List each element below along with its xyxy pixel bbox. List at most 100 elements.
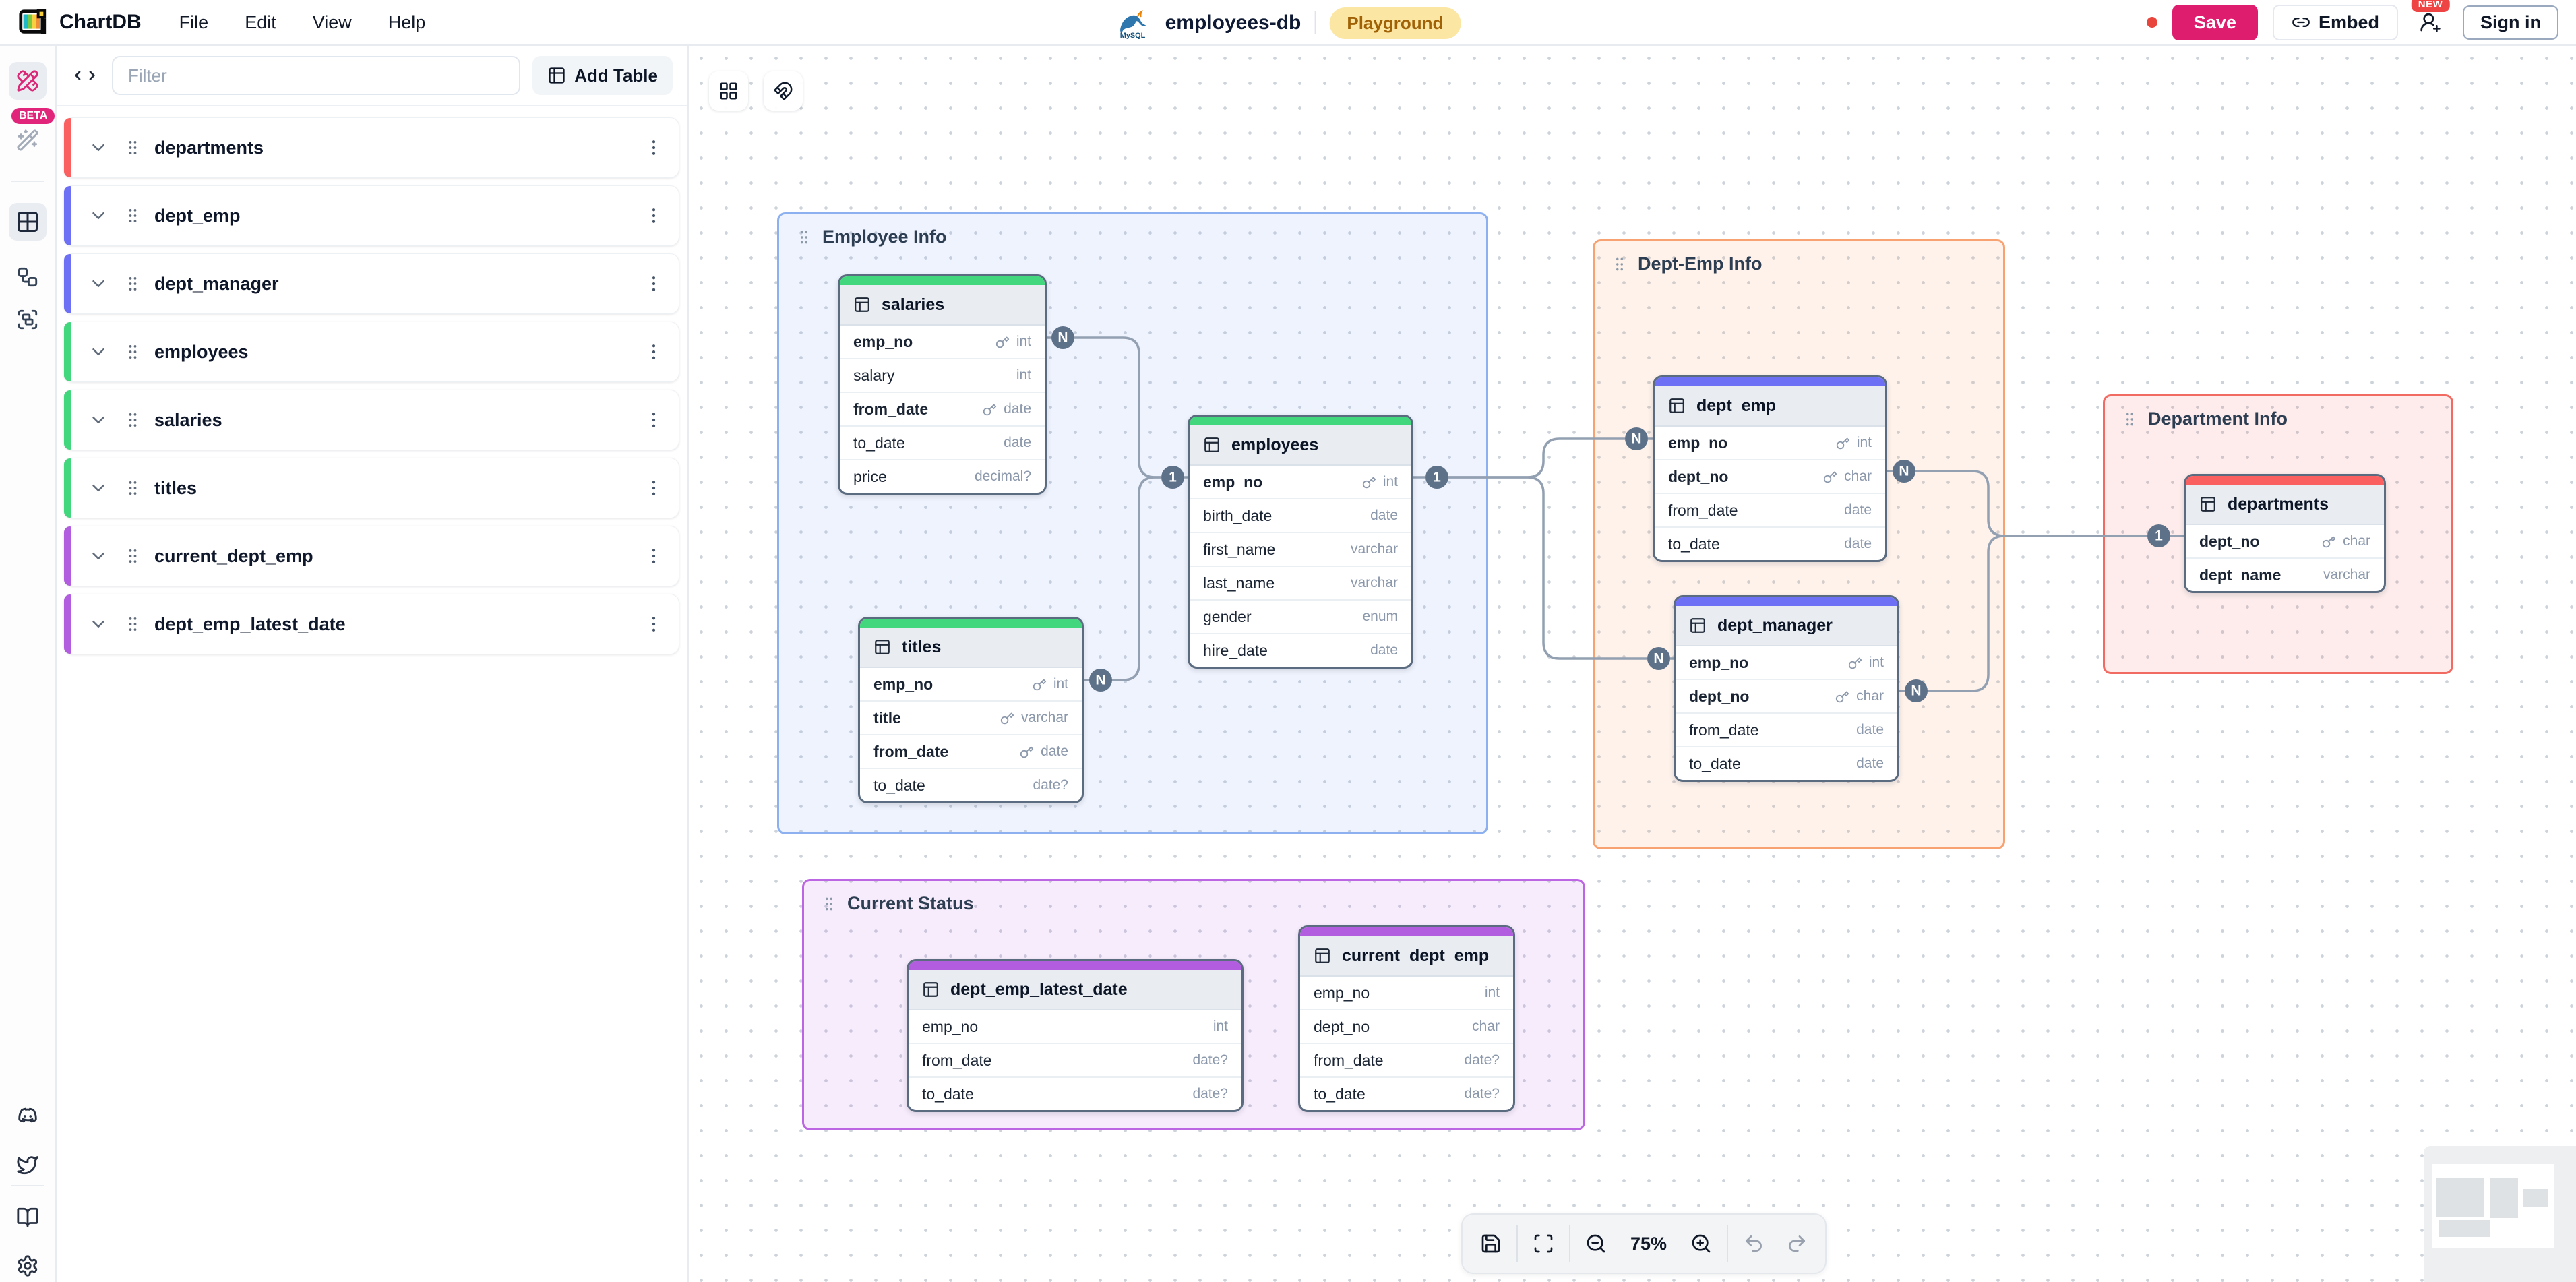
chevron-down-icon[interactable] bbox=[88, 546, 109, 566]
snap-magnet-icon[interactable] bbox=[764, 71, 803, 111]
filter-input[interactable] bbox=[112, 56, 521, 95]
table-header[interactable]: departments bbox=[2186, 485, 2384, 525]
table-menu-icon[interactable] bbox=[644, 206, 664, 226]
add-table-button[interactable]: Add Table bbox=[532, 56, 673, 95]
table-menu-icon[interactable] bbox=[644, 342, 664, 362]
table-menu-icon[interactable] bbox=[644, 138, 664, 158]
drag-handle-icon[interactable] bbox=[123, 547, 142, 566]
menu-edit[interactable]: Edit bbox=[245, 11, 276, 32]
table-list-item-titles[interactable]: titles bbox=[63, 458, 679, 518]
areas-icon[interactable] bbox=[9, 301, 47, 338]
table-menu-icon[interactable] bbox=[644, 410, 664, 430]
diagram-canvas[interactable] bbox=[689, 46, 2576, 1282]
sign-in-button[interactable]: Sign in bbox=[2463, 5, 2558, 40]
table-menu-icon[interactable] bbox=[644, 614, 664, 634]
table-header[interactable]: employees bbox=[1190, 425, 1411, 466]
table-header[interactable]: dept_emp_latest_date bbox=[909, 970, 1241, 1010]
relationships-icon[interactable] bbox=[9, 258, 47, 296]
drag-handle-icon[interactable] bbox=[820, 895, 838, 913]
discord-icon[interactable] bbox=[9, 1097, 47, 1135]
embed-button[interactable]: Embed bbox=[2272, 4, 2398, 40]
drag-handle-icon[interactable] bbox=[123, 342, 142, 361]
table-menu-icon[interactable] bbox=[644, 478, 664, 498]
chevron-down-icon[interactable] bbox=[88, 274, 109, 294]
table-menu-icon[interactable] bbox=[644, 274, 664, 294]
twitter-icon[interactable] bbox=[9, 1146, 47, 1184]
diagram-name[interactable]: employees-db bbox=[1165, 11, 1301, 34]
chevron-down-icon[interactable] bbox=[88, 478, 109, 498]
chevron-down-icon[interactable] bbox=[88, 342, 109, 362]
table-list-item-dept_emp[interactable]: dept_emp bbox=[63, 185, 679, 246]
table-list-item-dept_manager[interactable]: dept_manager bbox=[63, 253, 679, 314]
tables-panel-icon[interactable] bbox=[9, 203, 47, 241]
drag-handle-icon[interactable] bbox=[795, 228, 813, 246]
drag-handle-icon[interactable] bbox=[1611, 255, 1628, 273]
drag-handle-icon[interactable] bbox=[123, 206, 142, 225]
ai-wand-icon[interactable]: BETA bbox=[9, 108, 55, 159]
table-header[interactable]: current_dept_emp bbox=[1300, 936, 1513, 977]
undo-icon[interactable] bbox=[1732, 1222, 1775, 1265]
chevron-down-icon[interactable] bbox=[88, 138, 109, 158]
table-list-item-salaries[interactable]: salaries bbox=[63, 390, 679, 450]
drag-handle-icon[interactable] bbox=[123, 615, 142, 634]
table-list-item-departments[interactable]: departments bbox=[63, 117, 679, 178]
save-button[interactable]: Save bbox=[2172, 4, 2258, 40]
drag-handle-icon[interactable] bbox=[123, 410, 142, 429]
table-header[interactable]: salaries bbox=[840, 285, 1045, 326]
docs-book-icon[interactable] bbox=[9, 1198, 47, 1236]
table-list-item-current_dept_emp[interactable]: current_dept_emp bbox=[63, 526, 679, 586]
fit-view-icon[interactable] bbox=[1522, 1222, 1565, 1265]
drag-handle-icon[interactable] bbox=[123, 479, 142, 497]
zoom-out-icon[interactable] bbox=[1574, 1222, 1618, 1265]
table-header[interactable]: dept_manager bbox=[1676, 606, 1897, 646]
chevron-down-icon[interactable] bbox=[88, 614, 109, 634]
menu-view[interactable]: View bbox=[312, 11, 352, 32]
menu-file[interactable]: File bbox=[179, 11, 209, 32]
menu-help[interactable]: Help bbox=[388, 11, 426, 32]
minimap[interactable] bbox=[2424, 1146, 2576, 1282]
table-header[interactable]: titles bbox=[860, 628, 1082, 668]
drag-handle-icon[interactable] bbox=[123, 274, 142, 293]
chevron-down-icon[interactable] bbox=[88, 206, 109, 226]
table-menu-icon[interactable] bbox=[644, 546, 664, 566]
chevron-down-icon[interactable] bbox=[88, 410, 109, 430]
save-diagram-icon[interactable] bbox=[1469, 1222, 1512, 1265]
